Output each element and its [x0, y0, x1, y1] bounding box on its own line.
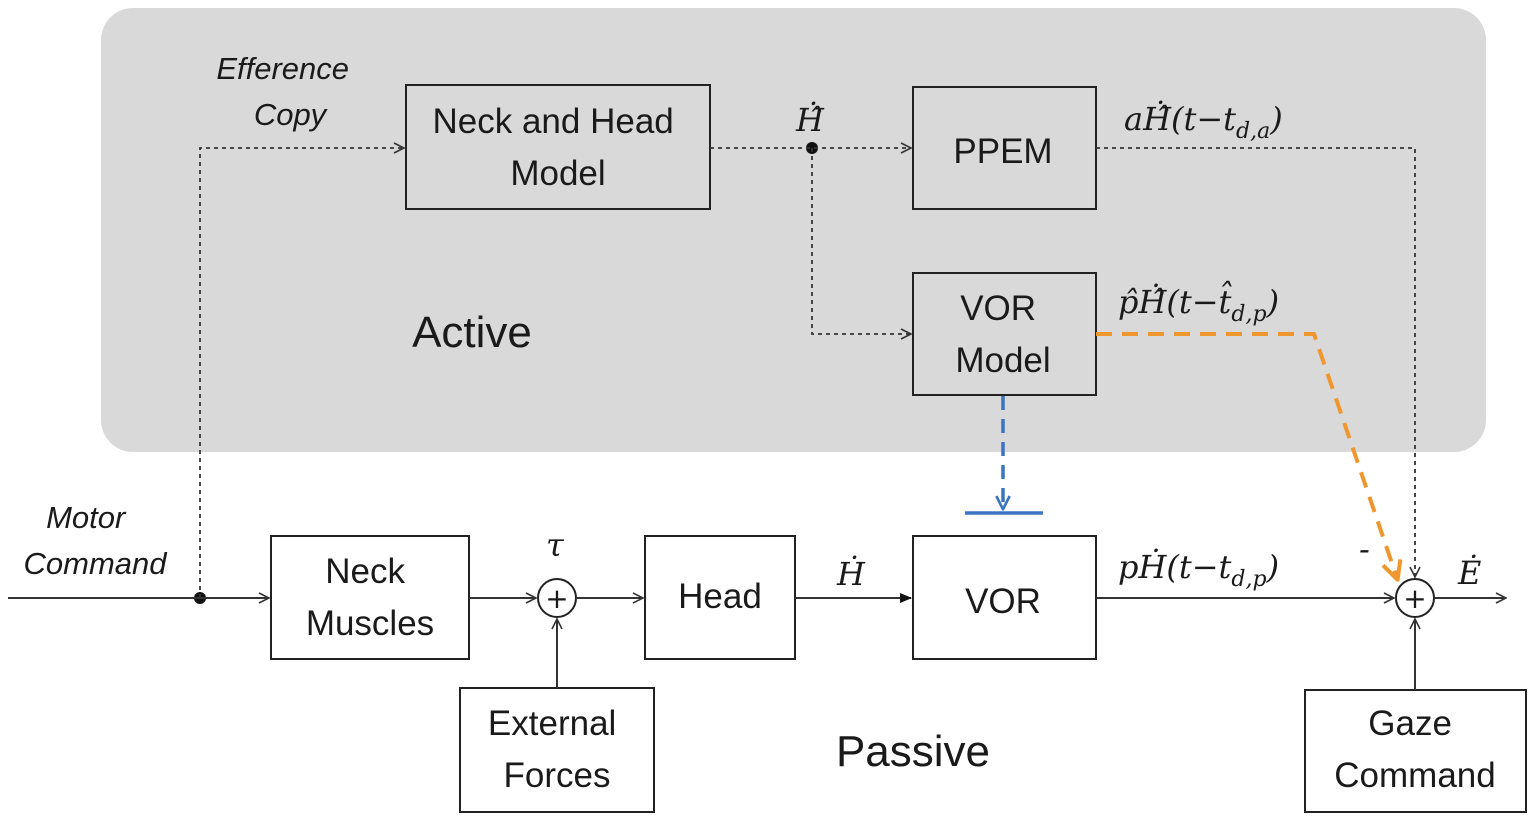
efference-copy-line-1: Efference [216, 51, 349, 86]
vor-model-output-label: p̂Ḣ̂(t−t̂d,p) [1118, 280, 1279, 327]
e-dot-label: Ė [1457, 554, 1481, 592]
motor-command-line-1: Motor [46, 500, 127, 535]
ppem-to-gaze-sum-line [1096, 147, 1415, 577]
vor-model-line-2: Model [955, 341, 1050, 380]
head-block [644, 535, 796, 660]
head-label: Head [678, 577, 762, 616]
ppem-block [912, 86, 1097, 210]
neck-muscles-block [270, 535, 470, 660]
h-dot-label: Ḣ [836, 555, 866, 593]
vor-output-main: pḢ(t−t [1118, 548, 1232, 586]
vor-block [912, 535, 1097, 660]
neck-head-model-label: Neck and Head Model [433, 102, 684, 193]
ppem-output-label: aḢ̂(t−td,a) [1124, 100, 1283, 144]
h-hat-dot-label: Ḣ̂ [795, 101, 825, 139]
vor-model-label: VOR Model [955, 289, 1050, 380]
neck-head-model-line-2: Model [510, 154, 605, 193]
neck-muscles-label: Neck Muscles [306, 552, 434, 643]
motor-command-label: Motor Command [24, 500, 169, 581]
vor-label: VOR [965, 582, 1041, 621]
gaze-command-line-1: Gaze [1368, 704, 1452, 743]
external-forces-label: External Forces [488, 704, 626, 795]
neck-muscles-line-1: Neck [325, 552, 405, 591]
vor-model-to-gaze-sum-orange-line [1096, 332, 1397, 578]
ppem-output-main: aḢ̂(t−t [1124, 100, 1236, 138]
vor-output-paren: ) [1266, 548, 1279, 586]
active-region-label: Active [412, 308, 532, 357]
efference-copy-line-2: Copy [254, 97, 329, 132]
tau-label: τ [546, 526, 565, 564]
vor-model-output-paren: ) [1266, 283, 1279, 321]
ppem-label: PPEM [953, 132, 1052, 171]
external-forces-line-1: External [488, 704, 616, 743]
gaze-command-label: Gaze Command [1334, 704, 1495, 795]
neck-head-model-block [405, 84, 711, 210]
sum-junction-torque-plus: + [545, 582, 568, 615]
neck-head-model-line-1: Neck and Head [433, 102, 674, 141]
efference-copy-line [199, 148, 404, 598]
passive-region-label: Passive [836, 727, 990, 776]
minus-sign-label: - [1359, 530, 1370, 568]
efference-copy-label: Efference Copy [216, 51, 357, 132]
ppem-output-paren: ) [1269, 100, 1282, 138]
vor-model-line-1: VOR [960, 289, 1036, 328]
sum-junction-gaze-plus: + [1403, 582, 1426, 615]
vor-output-sub: d,p [1231, 567, 1266, 592]
neck-muscles-line-2: Muscles [306, 604, 434, 643]
gaze-command-line-2: Command [1334, 756, 1495, 795]
h-hat-to-vor-model-line [811, 148, 911, 334]
motor-command-line-2: Command [24, 546, 169, 581]
external-forces-block [459, 687, 655, 813]
external-forces-line-2: Forces [504, 756, 611, 795]
ppem-output-sub: d,a [1236, 119, 1270, 144]
gaze-command-block [1304, 689, 1527, 813]
vor-model-output-sub: d,p [1231, 302, 1266, 327]
vor-model-output-main: p̂Ḣ̂(t−t̂ [1118, 280, 1232, 321]
vor-model-block [912, 272, 1097, 396]
vor-output-label: pḢ(t−td,p) [1118, 548, 1279, 592]
